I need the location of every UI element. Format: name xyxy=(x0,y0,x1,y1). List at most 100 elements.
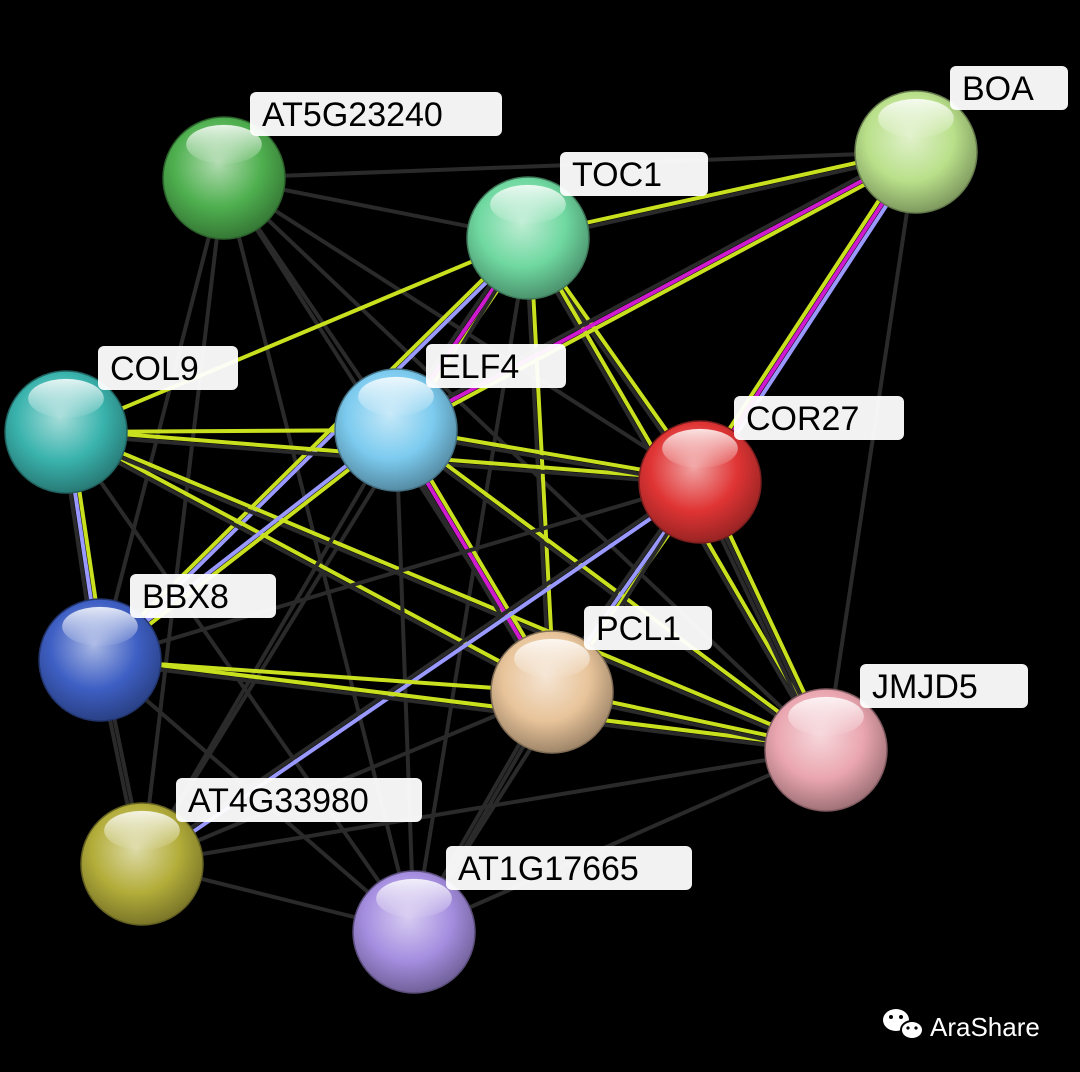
node-sphere-highlight xyxy=(662,428,738,468)
node-label-toc1: TOC1 xyxy=(560,152,708,196)
edge-COR27-BBX8[interactable] xyxy=(98,480,702,662)
edge-evidence-line xyxy=(140,236,530,866)
node-sphere-outline xyxy=(352,870,476,994)
edge-evidence-line xyxy=(97,660,828,755)
node-sphere-outline xyxy=(334,368,458,492)
node-label-col9: COL9 xyxy=(98,346,238,390)
node-label-at5g23240: AT5G23240 xyxy=(250,92,502,136)
node-label-text: TOC1 xyxy=(572,156,662,194)
edge-evidence-line xyxy=(63,432,828,755)
node-sphere-highlight xyxy=(358,376,434,416)
node-label-elf4: ELF4 xyxy=(426,344,566,388)
nodes-layer xyxy=(4,90,978,994)
edge-evidence-line xyxy=(528,235,557,694)
node-label-text: AT1G17665 xyxy=(458,850,639,888)
node-sphere-highlight xyxy=(62,606,138,646)
edge-evidence-line xyxy=(140,176,226,866)
node-label-text: PCL1 xyxy=(596,610,681,648)
watermark-text: AraShare xyxy=(930,1012,1040,1042)
watermark: AraShare xyxy=(883,1009,1040,1042)
edge-evidence-line xyxy=(64,430,416,934)
edge-evidence-line xyxy=(96,426,397,661)
edge-AT5G23240-COR27[interactable] xyxy=(222,176,702,484)
node-label-at4g33980: AT4G33980 xyxy=(176,778,422,822)
edge-evidence-line xyxy=(694,147,915,482)
edge-COL9-JMJD5[interactable] xyxy=(63,427,829,755)
edge-evidence-line xyxy=(395,426,830,751)
node-elf4[interactable] xyxy=(334,368,458,492)
node-label-boa: BOA xyxy=(950,66,1068,110)
node-pcl1[interactable] xyxy=(490,630,614,754)
node-label-background xyxy=(446,846,692,890)
node-col9[interactable] xyxy=(4,370,128,494)
node-label-text: COR27 xyxy=(746,400,859,438)
node-sphere-outline xyxy=(490,630,614,754)
node-sphere-outline xyxy=(162,116,286,240)
edge-JMJD5-AT4G33980[interactable] xyxy=(140,748,828,866)
edge-evidence-line xyxy=(824,150,918,752)
edge-evidence-line xyxy=(64,236,530,434)
edge-evidence-line xyxy=(525,147,918,238)
node-label-text: BBX8 xyxy=(142,578,229,616)
edge-evidence-line xyxy=(412,748,828,934)
edge-evidence-line xyxy=(222,176,702,484)
edge-JMJD5-AT1G17665[interactable] xyxy=(412,748,828,934)
node-cor27[interactable] xyxy=(638,420,762,544)
node-sphere-outline xyxy=(4,370,128,494)
node-toc1[interactable] xyxy=(466,176,590,300)
node-sphere-highlight xyxy=(514,638,590,678)
edge-evidence-line xyxy=(140,748,828,866)
node-label-background xyxy=(250,92,502,136)
node-at4g33980[interactable] xyxy=(80,802,204,926)
node-sphere-outline xyxy=(764,688,888,812)
wechat-icon xyxy=(883,1009,924,1040)
node-at1g17665[interactable] xyxy=(352,870,476,994)
node-label-background xyxy=(860,664,1028,708)
node-label-bbx8: BBX8 xyxy=(130,574,276,618)
edge-COL9-AT1G17665[interactable] xyxy=(64,430,416,934)
edge-COL9-PCL1[interactable] xyxy=(62,428,556,696)
edge-evidence-line xyxy=(65,428,556,693)
edge-evidence-line xyxy=(98,480,702,662)
node-label-text: JMJD5 xyxy=(872,668,978,706)
node-label-background xyxy=(176,778,422,822)
node-boa[interactable] xyxy=(854,90,978,214)
node-sphere-highlight xyxy=(186,124,262,164)
node-label-at1g17665: AT1G17665 xyxy=(446,846,692,890)
node-bbx8[interactable] xyxy=(38,598,162,722)
node-label-background xyxy=(426,344,566,388)
edge-evidence-line xyxy=(64,427,829,750)
node-label-text: AT5G23240 xyxy=(262,96,443,134)
node-label-pcl1: PCL1 xyxy=(584,606,712,650)
node-label-text: BOA xyxy=(962,70,1034,108)
edge-ELF4-JMJD5[interactable] xyxy=(392,426,830,754)
edge-TOC1-COL9[interactable] xyxy=(64,236,530,434)
node-sphere-highlight xyxy=(104,810,180,850)
node-sphere-highlight xyxy=(376,878,452,918)
node-sphere-outline xyxy=(80,802,204,926)
edge-evidence-line xyxy=(98,655,829,750)
edge-BBX8-JMJD5[interactable] xyxy=(97,655,829,755)
edge-evidence-line xyxy=(392,429,827,754)
node-label-background xyxy=(950,66,1068,110)
node-sphere-highlight xyxy=(788,696,864,736)
edge-AT5G23240-BBX8[interactable] xyxy=(98,176,226,662)
node-sphere-highlight xyxy=(28,378,104,418)
node-label-background xyxy=(130,574,276,618)
node-sphere-outline xyxy=(638,420,762,544)
edge-ELF4-BBX8[interactable] xyxy=(96,426,400,664)
node-jmjd5[interactable] xyxy=(764,688,888,812)
edge-evidence-line xyxy=(526,152,919,243)
edge-BOA-JMJD5[interactable] xyxy=(824,150,918,752)
node-label-text: ELF4 xyxy=(438,348,519,386)
node-at5g23240[interactable] xyxy=(162,116,286,240)
edge-evidence-line xyxy=(62,431,553,696)
node-sphere-outline xyxy=(466,176,590,300)
node-label-background xyxy=(734,396,904,440)
edge-TOC1-BOA[interactable] xyxy=(525,147,919,243)
edge-AT5G23240-AT4G33980[interactable] xyxy=(140,176,226,866)
node-label-jmjd5: JMJD5 xyxy=(860,664,1028,708)
edge-TOC1-AT4G33980[interactable] xyxy=(140,236,530,866)
